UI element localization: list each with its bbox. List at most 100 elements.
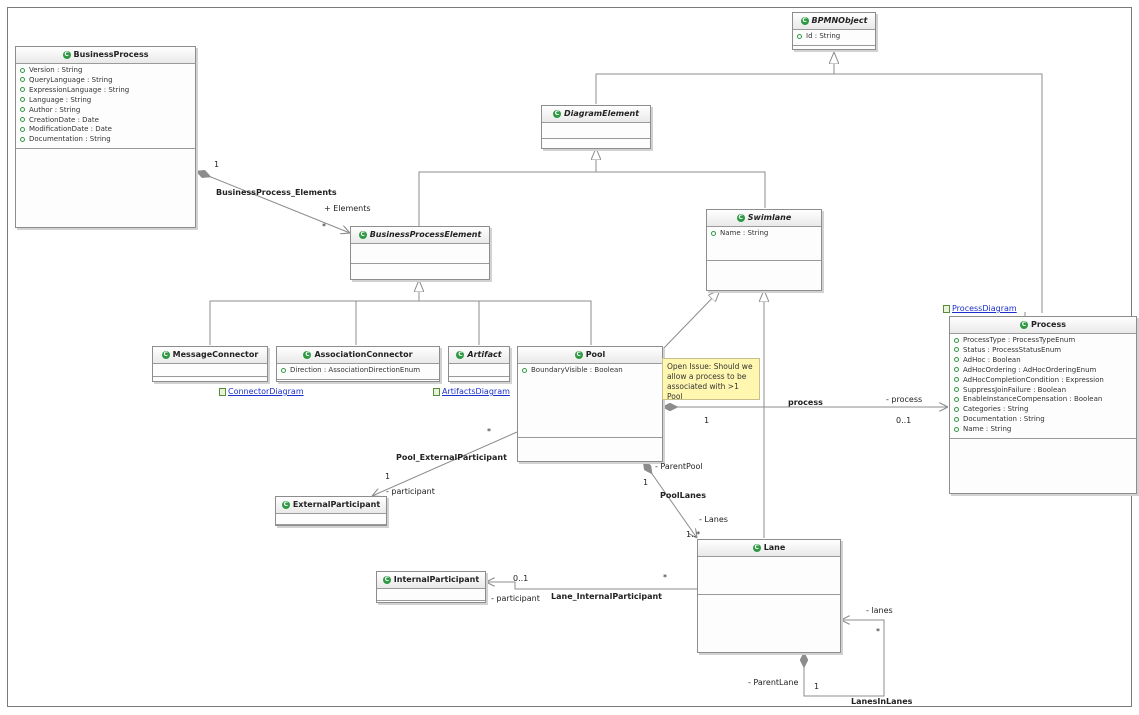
attribute: AdHoc : Boolean <box>950 356 1136 366</box>
attribute-icon <box>20 67 25 73</box>
attribute: SuppressJoinFailure : Boolean <box>950 386 1136 396</box>
class-name: BusinessProcess <box>73 50 149 59</box>
attribute: Author : String <box>16 106 195 116</box>
attribute: ModificationDate : Date <box>16 125 195 135</box>
link-artifacts-diagram[interactable]: ArtifactsDiagram <box>433 387 510 396</box>
attribute-icon <box>797 33 802 39</box>
mult-external: 1 <box>385 472 391 481</box>
attribute-icon <box>281 367 286 373</box>
attribute-icon <box>954 377 959 383</box>
attribute: EnableInstanceCompensation : Boolean <box>950 395 1136 405</box>
class-name: InternalParticipant <box>393 575 480 584</box>
mult-parentlane: 1 <box>814 682 820 691</box>
class-icon: C <box>161 351 170 359</box>
attribute-icon <box>20 107 25 113</box>
mult-lanes: 1..* <box>686 530 701 539</box>
link-process-diagram[interactable]: ProcessDiagram <box>943 304 1017 313</box>
attribute: Categories : String <box>950 405 1136 415</box>
attribute: Language : String <box>16 96 195 106</box>
attribute: Documentation : String <box>16 135 195 145</box>
attribute: BoundaryVisible : Boolean <box>518 366 662 376</box>
class-name: Lane <box>763 543 786 552</box>
class-name: ExternalParticipant <box>292 500 381 509</box>
class-icon: C <box>358 231 367 239</box>
attribute-icon <box>20 126 25 132</box>
role-process: - process <box>886 395 923 404</box>
mult-process: 0..1 <box>896 416 912 425</box>
class-icon: C <box>281 501 290 509</box>
class-name: DiagramElement <box>563 109 640 118</box>
class-name: Artifact <box>467 350 502 359</box>
attribute: CreationDate : Date <box>16 116 195 126</box>
attribute-icon <box>954 337 959 343</box>
gen-bpe-diagramelement <box>418 148 596 226</box>
attribute-icon <box>954 367 959 373</box>
class-name: Swimlane <box>747 213 792 222</box>
attribute: Name : String <box>950 425 1136 435</box>
mult-poollanes: 1 <box>643 478 649 487</box>
class-icon: C <box>574 351 583 359</box>
attribute-icon <box>20 117 25 123</box>
attribute: ExpressionLanguage : String <box>16 86 195 96</box>
role-parentlane: - ParentLane <box>748 678 799 687</box>
attribute-icon <box>954 406 959 412</box>
assoc-pool-external <box>372 431 518 496</box>
mult-elements: * <box>322 222 326 231</box>
assoc-lanes-in-lanes <box>804 620 885 697</box>
assoc-pool-lanes <box>642 461 697 538</box>
class-name: BPMNObject <box>811 16 868 25</box>
link-connector-diagram[interactable]: ConnectorDiagram <box>219 387 304 396</box>
attribute: Id : String <box>793 32 875 42</box>
open-issue-note[interactable]: Open Issue: Should we allow a process to… <box>662 358 760 401</box>
diagram-icon <box>943 304 950 313</box>
diagram-icon <box>433 387 440 396</box>
gen-process-bpmnobject <box>834 73 1043 313</box>
class-icon: C <box>552 110 561 118</box>
gen-subclasses-bpe <box>209 280 592 345</box>
mult-lane-internal: * <box>663 573 667 582</box>
mult-businessprocess: 1 <box>214 160 220 169</box>
attribute: QueryLanguage : String <box>16 76 195 86</box>
attribute-icon <box>954 347 959 353</box>
role-internal-participant: - participant <box>491 594 540 603</box>
attribute-icon <box>20 87 25 93</box>
class-icon: C <box>303 351 312 359</box>
attribute-icon <box>954 357 959 363</box>
assoc-name-pool-external: Pool_ExternalParticipant <box>396 453 507 462</box>
assoc-name-businessprocess-elements: BusinessProcess_Elements <box>216 188 337 197</box>
class-icon: C <box>456 351 465 359</box>
role-elements: + Elements <box>324 204 371 213</box>
attribute: Status : ProcessStatusEnum <box>950 346 1136 356</box>
attribute-icon <box>954 426 959 432</box>
attribute-icon <box>20 77 25 83</box>
attribute-icon <box>20 97 25 103</box>
class-name: MessageConnector <box>172 350 259 359</box>
class-name: AssociationConnector <box>314 350 413 359</box>
attribute: AdHocCompletionCondition : Expression <box>950 376 1136 386</box>
class-icon: C <box>736 214 745 222</box>
